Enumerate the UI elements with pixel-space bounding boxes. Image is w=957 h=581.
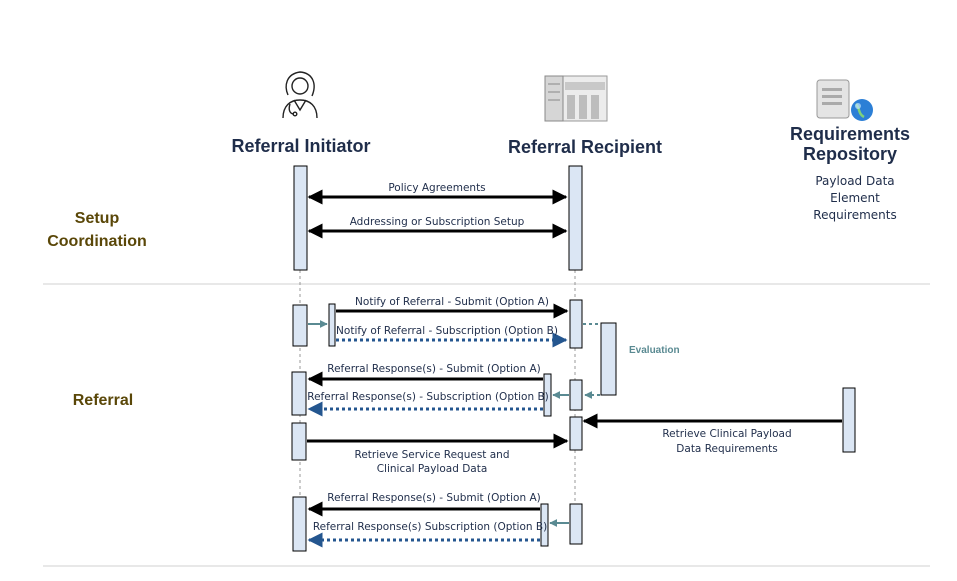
response-submit-2-label: Referral Response(s) - Submit (Option A)	[327, 492, 540, 504]
repository-title-line1: Requirements	[790, 124, 910, 144]
notify-subscription-label: Notify of Referral - Subscription (Optio…	[336, 325, 558, 337]
recipient-sub-activation-1	[543, 373, 552, 417]
repository-note-line3: Requirements	[813, 208, 896, 222]
policy-agreements-label: Policy Agreements	[388, 182, 485, 194]
repository-activation	[842, 387, 856, 453]
notify-submit-label: Notify of Referral - Submit (Option A)	[355, 296, 549, 308]
recipient-sub-activation-2	[540, 503, 549, 547]
setup-section-line2: Coordination	[47, 233, 147, 250]
recipient-activation-4	[569, 503, 583, 545]
recipient-activation-setup	[568, 165, 583, 271]
initiator-sub-activation	[328, 303, 336, 347]
repository-title-line2: Repository	[803, 144, 897, 164]
initiator-activation-2	[291, 371, 307, 416]
repository-note-line1: Payload Data	[815, 174, 894, 188]
retrieve-requirements-label-line2: Data Requirements	[676, 443, 777, 455]
recipient-activation-2	[569, 379, 583, 411]
recipient-title: Referral Recipient	[508, 137, 662, 157]
response-subscription-1-label: Referral Response(s) - Subscription (Opt…	[307, 391, 549, 403]
evaluation-label: Evaluation	[629, 345, 680, 356]
repository-note-line2: Element	[830, 191, 880, 205]
initiator-activation-1	[292, 304, 308, 347]
addressing-setup-label: Addressing or Subscription Setup	[350, 216, 525, 228]
retrieve-service-request-label-line2: Clinical Payload Data	[377, 463, 488, 475]
initiator-activation-4	[292, 496, 307, 552]
response-submit-1-label: Referral Response(s) - Submit (Option A)	[327, 363, 540, 375]
recipient-activation-3	[569, 416, 583, 451]
referral-section-label: Referral	[73, 392, 133, 409]
retrieve-requirements-label-line1: Retrieve Clinical Payload	[662, 428, 791, 440]
building-icon	[544, 75, 608, 122]
retrieve-service-request-label-line1: Retrieve Service Request and	[355, 449, 510, 461]
initiator-activation-3	[291, 422, 307, 461]
initiator-activation-setup	[293, 165, 308, 271]
setup-section-line1: Setup	[75, 210, 120, 227]
server-globe-icon	[816, 79, 873, 121]
response-subscription-2-label: Referral Response(s) Subscription (Optio…	[313, 521, 547, 533]
doctor-icon	[282, 71, 318, 119]
evaluation-activation	[600, 322, 617, 396]
initiator-title: Referral Initiator	[231, 136, 370, 156]
recipient-activation-1	[569, 299, 583, 349]
